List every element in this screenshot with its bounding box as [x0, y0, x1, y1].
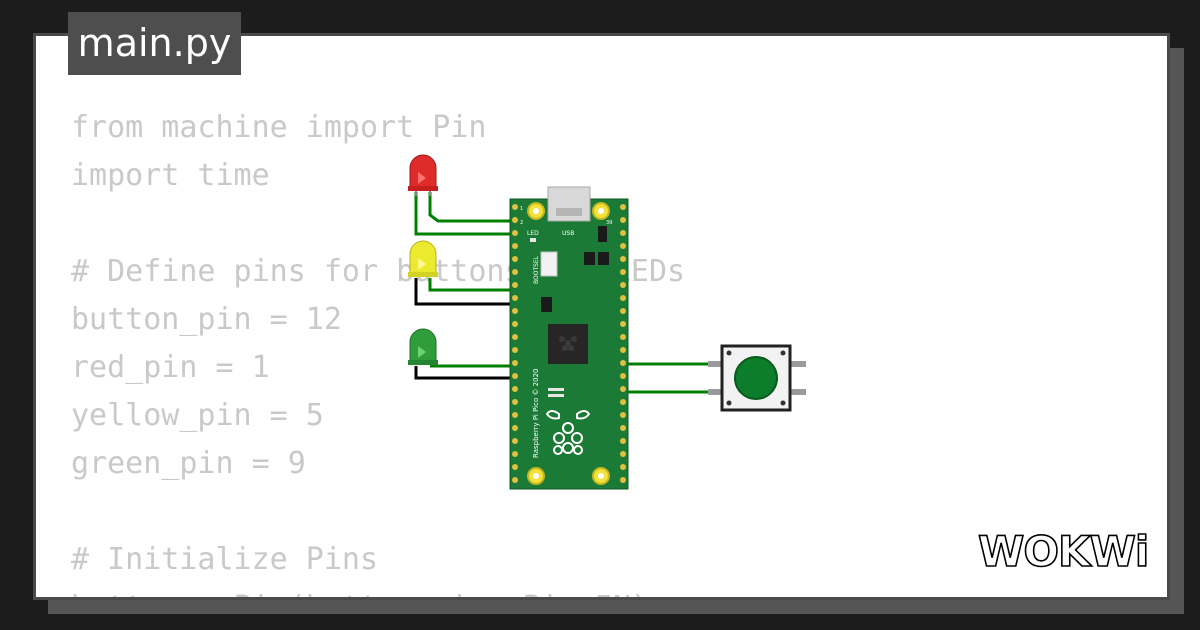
onboard-led [530, 238, 536, 242]
wire-yellow-led-anode[interactable] [428, 278, 516, 292]
code-line: import time [71, 158, 270, 193]
chip-small [584, 252, 595, 265]
board-name-label: Raspberry Pi Pico © 2020 [532, 369, 540, 459]
left-pin-header [512, 204, 518, 483]
push-button[interactable] [708, 344, 806, 412]
bootsel-label: BOOTSEL [533, 255, 540, 284]
right-pin-header [620, 204, 626, 483]
chip-small [541, 297, 552, 312]
wire-red-led-anode[interactable] [428, 192, 516, 223]
file-tab-main-py[interactable]: main.py [68, 12, 241, 75]
bootsel-button[interactable] [540, 251, 558, 277]
code-line: button = Pin(button_pin, Pin.IN) [71, 584, 685, 597]
pin-label-2: 2 [520, 220, 523, 226]
wokwi-logo: WOKWi [977, 526, 1150, 577]
crystal [548, 388, 564, 391]
pin-label-1: 1 [520, 206, 523, 212]
svg-text:WOKWi: WOKWi [978, 527, 1148, 576]
pico-board[interactable]: 1 2 39 LED USB BOOTSEL Raspberry Pi Pico… [509, 186, 629, 490]
chip-small [598, 252, 609, 265]
led-label: LED [527, 230, 539, 237]
code-line: green_pin = 9 [71, 446, 306, 481]
code-line: # Initialize Pins [71, 542, 379, 577]
wire-green-led-cathode[interactable] [414, 366, 516, 380]
raspberry-pi-logo [545, 410, 591, 455]
wires [414, 192, 722, 394]
usb-label: USB [562, 230, 574, 237]
code-line: yellow_pin = 5 [71, 398, 324, 433]
raspberry-mark-chip [559, 336, 577, 351]
led-green[interactable] [408, 328, 438, 365]
push-button-cap[interactable] [734, 356, 778, 400]
wire-red-led-cathode[interactable] [414, 192, 516, 236]
code-line: from machine import Pin [71, 110, 487, 145]
pin-label-39: 39 [606, 220, 612, 226]
wire-yellow-led-cathode[interactable] [414, 278, 516, 306]
led-yellow[interactable] [408, 240, 438, 277]
code-line: button_pin = 12 [71, 302, 342, 337]
led-red[interactable] [408, 154, 438, 196]
code-line: red_pin = 1 [71, 350, 270, 385]
chip-small [598, 226, 607, 242]
